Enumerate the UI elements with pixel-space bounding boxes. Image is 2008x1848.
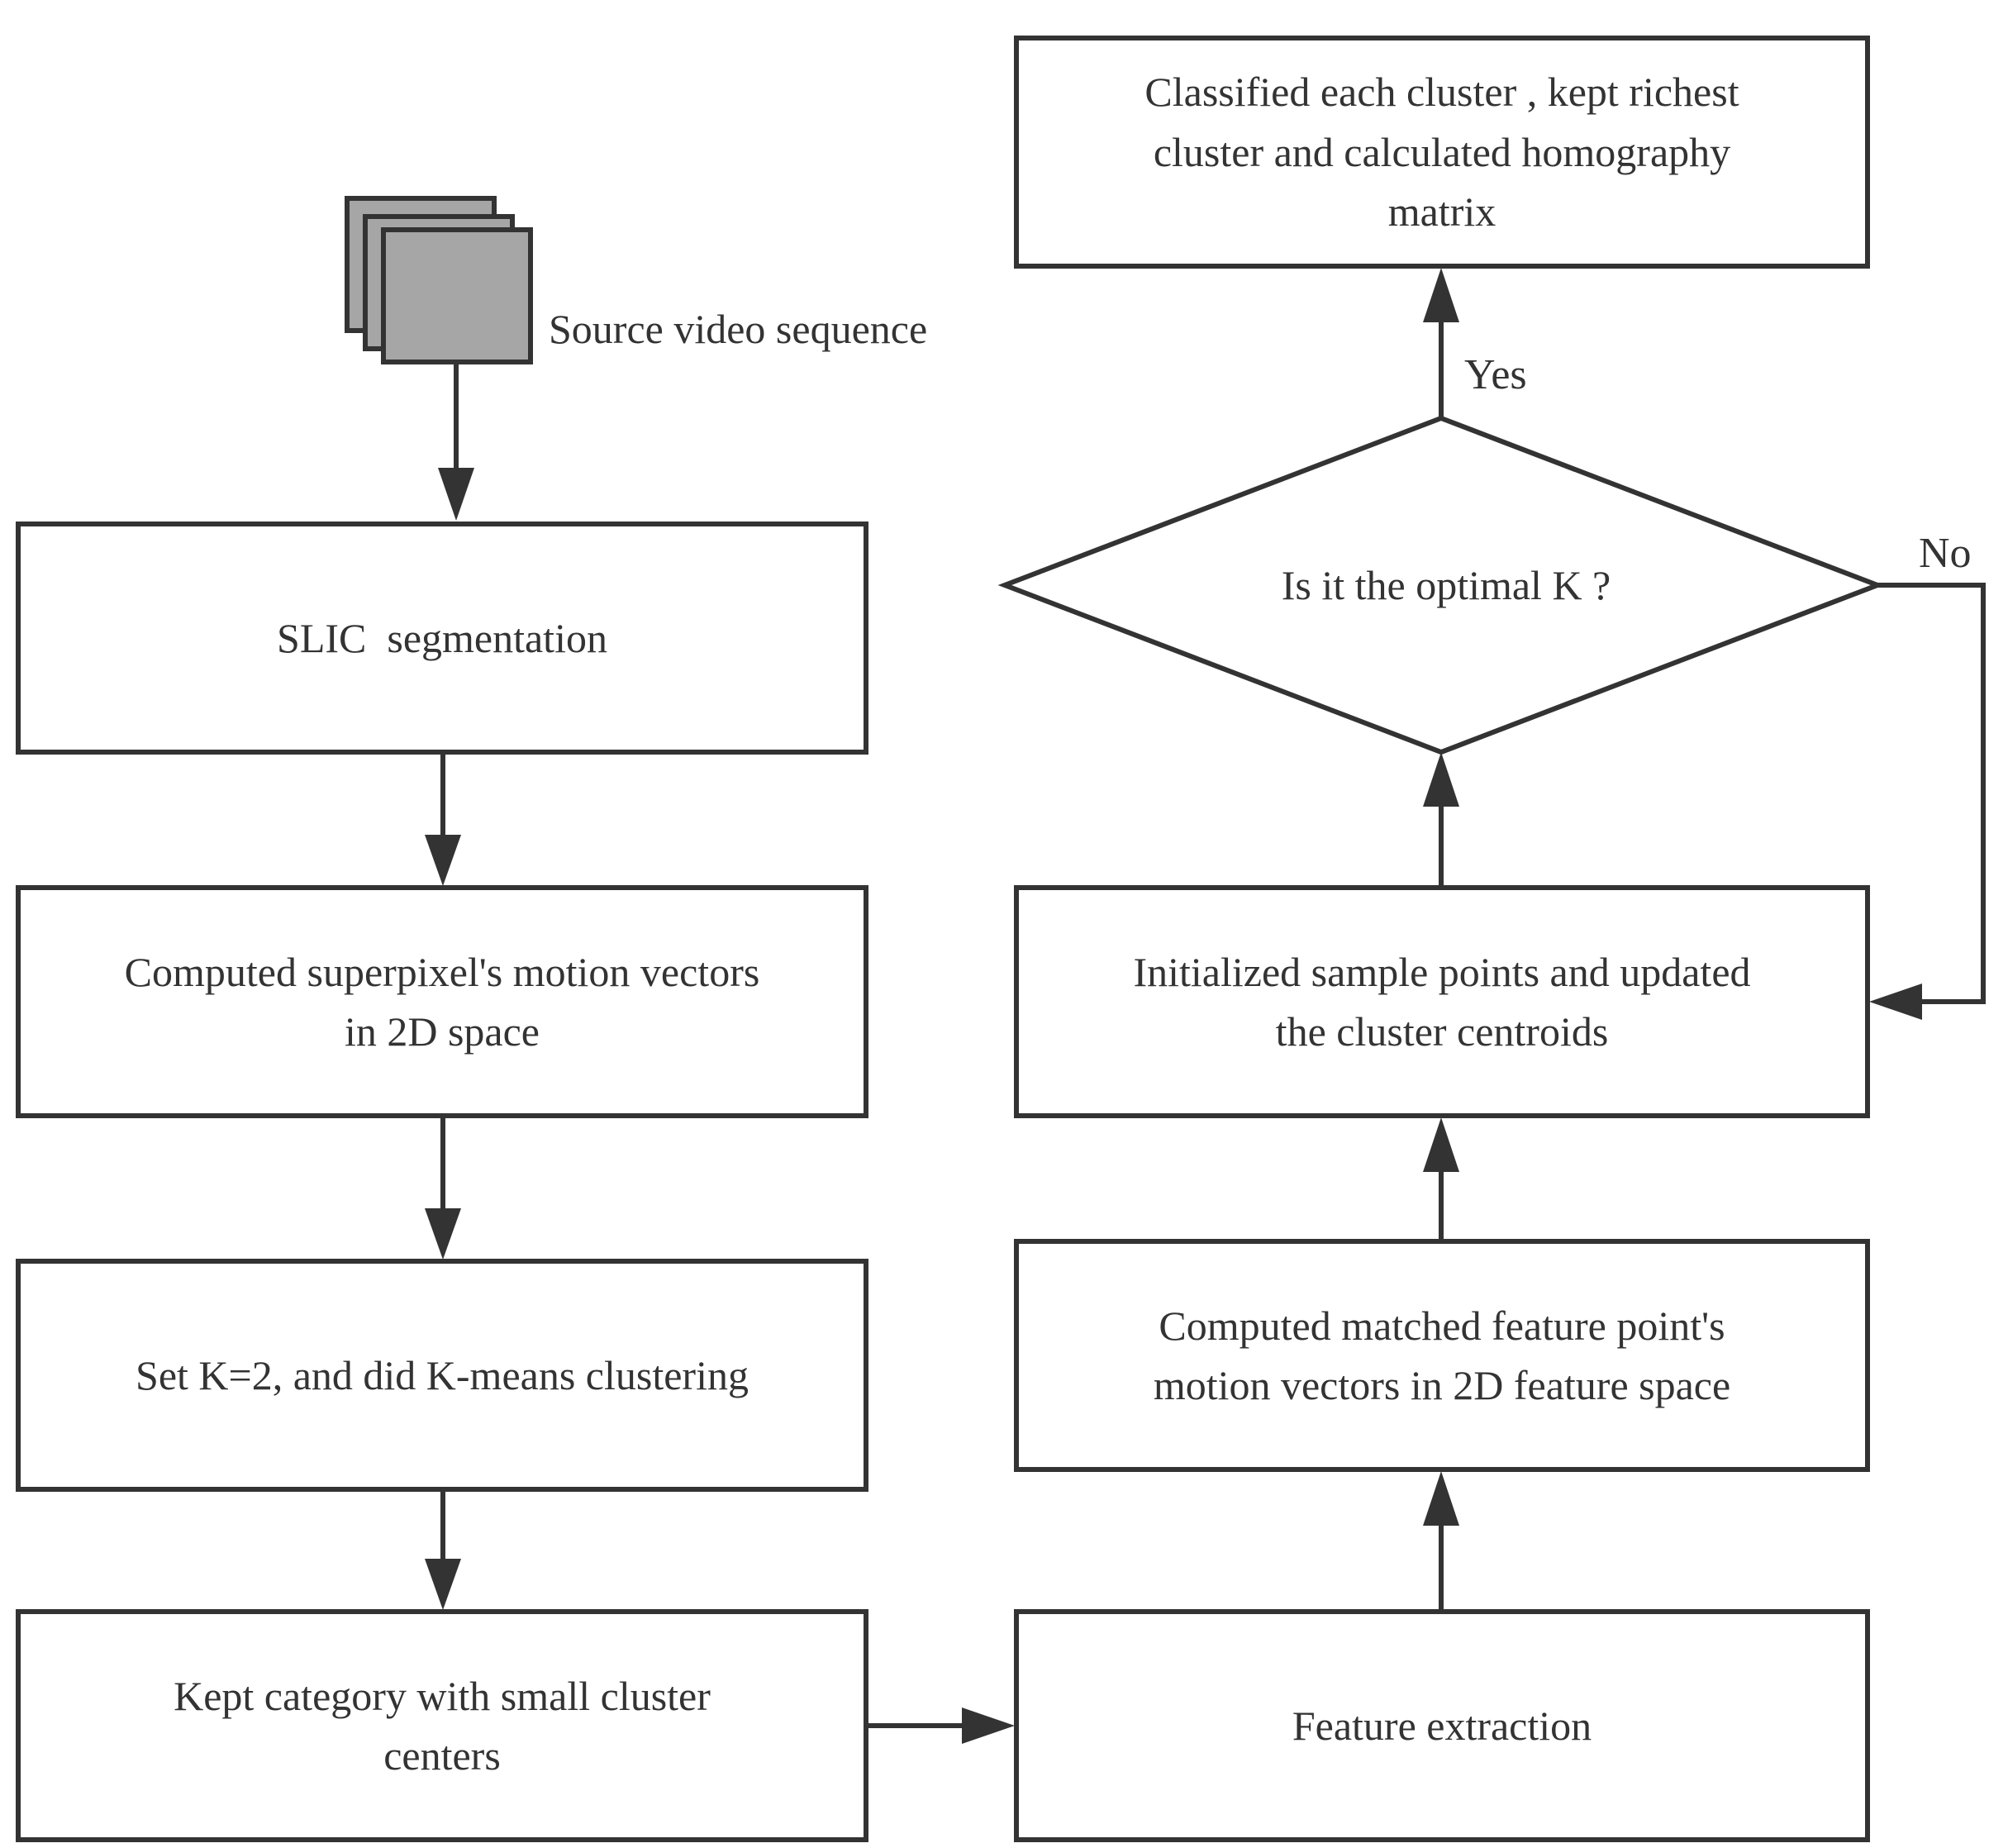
matched-features-label: Computed matched feature point's motion …	[1153, 1302, 1731, 1409]
stacked-frames-icon	[345, 196, 533, 364]
matched-features-box	[1014, 1239, 1870, 1472]
arrowhead-kmeans-to-kept	[425, 1559, 461, 1610]
arrowhead-kept-to-feature	[962, 1707, 1015, 1744]
feature-extraction-box	[1014, 1609, 1870, 1842]
kmeans-label: Set K=2, and did K-means clustering	[136, 1351, 749, 1398]
init-samples-box	[1014, 885, 1870, 1118]
arrowhead-source-to-slic	[438, 468, 474, 521]
edge-label-yes: Yes	[1464, 351, 1527, 398]
init-samples-label: Initialized sample points and updated th…	[1133, 948, 1751, 1055]
arrowhead-slic-to-motion	[425, 835, 461, 886]
kept-category-label: Kept category with small cluster centers	[174, 1672, 711, 1779]
motion-vectors-label: Computed superpixel's motion vectors in …	[124, 948, 760, 1055]
edge-decision-no-loop	[1877, 583, 1986, 1004]
decision-label: Is it the optimal K ?	[1281, 561, 1611, 608]
slic-box	[16, 522, 868, 755]
arrowhead-matched-to-init	[1423, 1117, 1459, 1172]
arrowhead-decision-yes	[1423, 268, 1459, 322]
source-label: Source video sequence	[549, 305, 928, 352]
arrowhead-decision-no	[1869, 984, 1922, 1020]
kmeans-box	[16, 1259, 868, 1492]
classified-box	[1014, 36, 1870, 269]
frame-front	[381, 227, 533, 364]
kept-category-box	[16, 1609, 868, 1842]
arrowhead-init-to-decision	[1423, 752, 1459, 807]
motion-vectors-box	[16, 885, 868, 1118]
slic-label: SLIC segmentation	[277, 614, 607, 661]
feature-extraction-label: Feature extraction	[1292, 1702, 1592, 1749]
arrowhead-feature-to-matched	[1423, 1471, 1459, 1526]
classified-label: Classified each cluster , kept richest c…	[1144, 69, 1739, 236]
edge-label-no: No	[1919, 530, 1972, 577]
arrowhead-motion-to-kmeans	[425, 1208, 461, 1260]
